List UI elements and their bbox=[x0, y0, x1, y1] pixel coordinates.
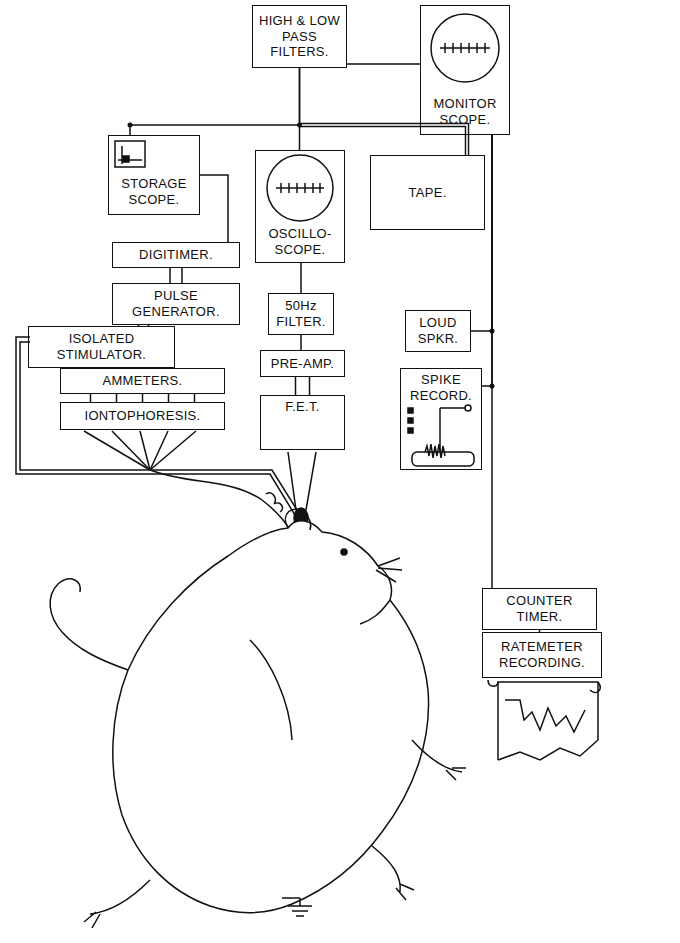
signal-wire bbox=[200, 175, 228, 242]
pulse-generator-box: PULSE GENERATOR. bbox=[112, 283, 240, 325]
box-label: RATEMETER RECORDING. bbox=[487, 639, 597, 670]
signal-wire bbox=[301, 263, 302, 293]
fet-box: F.E.T. bbox=[260, 395, 345, 450]
box-label: 50Hz FILTER. bbox=[273, 298, 329, 329]
box-label: LOUD SPKR. bbox=[410, 315, 466, 346]
wire-path bbox=[116, 394, 118, 402]
wire-path bbox=[181, 268, 183, 283]
wire-path bbox=[300, 335, 302, 350]
signal-wire bbox=[130, 68, 300, 135]
wire-path bbox=[142, 394, 144, 402]
signal-wire bbox=[296, 377, 310, 395]
filter-box: HIGH & LOW PASS FILTERS. bbox=[252, 5, 347, 68]
storage-dot bbox=[123, 156, 129, 162]
wire-path bbox=[295, 377, 297, 395]
signal-wire bbox=[482, 135, 492, 386]
wire-path bbox=[482, 135, 492, 386]
ground-symbol bbox=[282, 898, 312, 916]
storage-screen bbox=[115, 141, 145, 167]
box-label: COUNTER TIMER. bbox=[487, 593, 592, 624]
wire-path bbox=[299, 68, 301, 150]
signal-wire bbox=[471, 135, 492, 331]
mains-filter-box: 50Hz FILTER. bbox=[268, 293, 334, 335]
ratemeter-box: RATEMETER RECORDING. bbox=[482, 632, 602, 678]
box-label: PULSE GENERATOR. bbox=[117, 288, 235, 319]
box-label: STORAGE SCOPE. bbox=[113, 176, 195, 207]
oscilloscope-box: OSCILLO-SCOPE. bbox=[255, 150, 345, 263]
spike-recorder-mechanism bbox=[408, 405, 474, 466]
scope-screen bbox=[267, 155, 333, 221]
box-label: SPIKE RECORD. bbox=[405, 372, 477, 403]
signal-wire bbox=[347, 64, 420, 65]
box-label: TAPE. bbox=[375, 185, 480, 201]
box-label: MONITOR SCOPE. bbox=[425, 96, 505, 127]
junction-dot bbox=[297, 123, 302, 128]
iontophoresis-box: IONTOPHORESIS. bbox=[60, 402, 225, 430]
scope-trace bbox=[440, 43, 490, 53]
box-label: IONTOPHORESIS. bbox=[65, 408, 220, 424]
box-label: AMMETERS. bbox=[65, 373, 220, 389]
wire-path bbox=[471, 135, 492, 331]
spike-recorder-box: SPIKE RECORD. bbox=[400, 368, 482, 470]
counter-timer-box: COUNTER TIMER. bbox=[482, 588, 597, 630]
wire-path bbox=[200, 175, 228, 242]
wire-path bbox=[169, 268, 171, 283]
box-label: HIGH & LOW PASS FILTERS. bbox=[257, 13, 342, 60]
ammeters-box: AMMETERS. bbox=[60, 368, 225, 394]
wire-path bbox=[194, 394, 196, 402]
wire-path bbox=[491, 135, 493, 588]
tape-box: TAPE. bbox=[370, 155, 485, 230]
signal-wire bbox=[492, 135, 493, 588]
scope-screen bbox=[431, 14, 499, 82]
monitor-scope-box: MONITOR SCOPE. bbox=[420, 5, 510, 135]
stimulator-box: ISOLATED STIMULATOR. bbox=[28, 326, 175, 368]
preamp-box: PRE-AMP. bbox=[260, 350, 345, 377]
wire-path bbox=[300, 263, 302, 293]
junction-dot bbox=[490, 329, 495, 334]
signal-wire bbox=[91, 394, 195, 402]
signal-wire bbox=[299, 68, 300, 150]
storage-scope-box: STORAGE SCOPE. bbox=[108, 135, 200, 215]
chart-paper bbox=[488, 680, 600, 760]
junction-dot bbox=[490, 384, 495, 389]
box-label: OSCILLO-SCOPE. bbox=[260, 226, 340, 257]
wire-path bbox=[347, 63, 420, 65]
junction-dot bbox=[128, 123, 133, 128]
loudspeaker-box: LOUD SPKR. bbox=[405, 310, 471, 352]
digitimer-box: DIGITIMER. bbox=[112, 242, 240, 268]
wire-path bbox=[309, 377, 311, 395]
wire-path bbox=[90, 394, 92, 402]
signal-wire bbox=[170, 268, 182, 283]
box-label: PRE-AMP. bbox=[265, 356, 340, 372]
rat-illustration bbox=[50, 509, 466, 928]
signal-wire bbox=[301, 335, 302, 350]
wire-path bbox=[168, 394, 170, 402]
box-label: F.E.T. bbox=[265, 399, 340, 415]
scope-trace bbox=[276, 183, 324, 193]
box-label: ISOLATED STIMULATOR. bbox=[33, 331, 170, 362]
wire-path bbox=[130, 68, 300, 135]
box-label: DIGITIMER. bbox=[117, 247, 235, 263]
